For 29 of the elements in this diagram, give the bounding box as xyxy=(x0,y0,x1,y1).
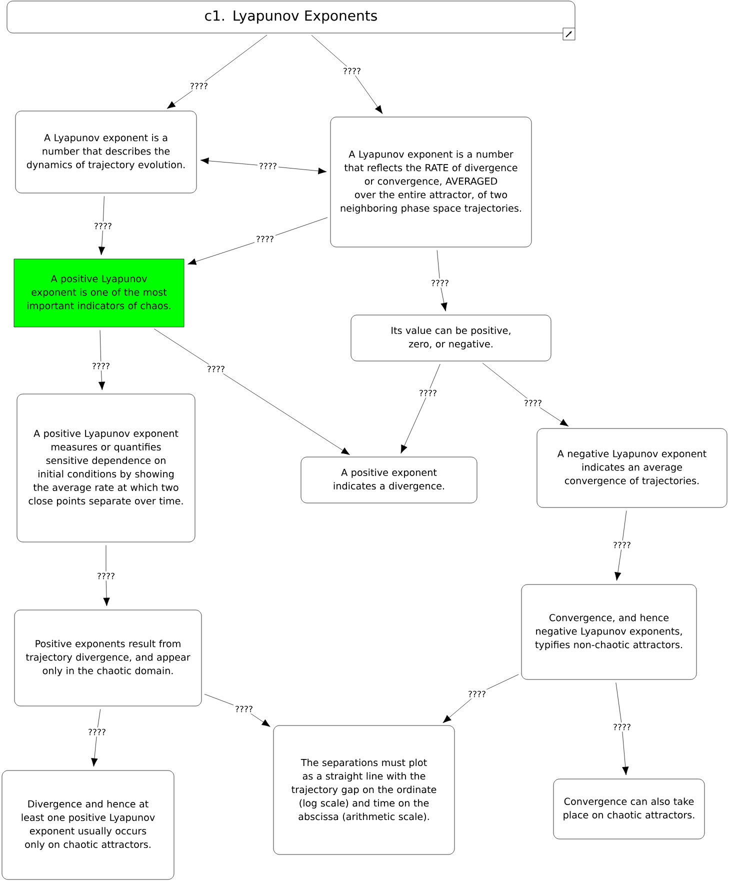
arrow xyxy=(204,694,270,727)
arrow xyxy=(200,158,327,174)
concept-box: A negative Lyapunov exponent indicates an average convergence of trajectories. xyxy=(536,428,728,508)
concept-box: The separations must plot as a straight line with the trajectory gap on the ordinate (log scale) and time on the abscissa (arithmetic scale). xyxy=(273,725,455,855)
arrow xyxy=(154,328,350,455)
concept-box: Convergence can also take place on chaotic attractors. xyxy=(553,778,705,840)
concept-box: Convergence, and hence negative Lyapunov exponents, typifies non-chaotic attractors. xyxy=(521,584,697,680)
arrow xyxy=(188,217,328,265)
concept-box: A positive Lyapunov exponent is one of the most important indicators of chaos. xyxy=(14,258,184,328)
arrow xyxy=(98,196,106,256)
concept-box: A positive Lyapunov exponent measures or quantifies sensitive dependence on initial conditions by showing the average rate at which two close points separate over time. xyxy=(16,394,196,542)
arrow xyxy=(442,674,519,724)
arrow xyxy=(400,364,440,454)
arrow xyxy=(103,545,110,606)
concept-box: A Lyapunov exponent is a number that describes the dynamics of trajectory evolution. xyxy=(15,110,197,194)
arrow xyxy=(98,330,106,390)
arrow xyxy=(311,35,383,114)
arrow xyxy=(166,34,268,109)
concept-box: Positive exponents result from trajectory divergence, and appear only in the chaotic domain. xyxy=(14,610,202,706)
title-box: c1. Lyapunov Exponents xyxy=(6,0,576,34)
arrow xyxy=(436,250,448,312)
arrow xyxy=(482,362,569,426)
concept-box: Its value can be positive, zero, or negative. xyxy=(350,314,552,362)
arrow xyxy=(616,682,629,776)
arrow xyxy=(91,708,101,767)
concept-box: A Lyapunov exponent is a number that reflects the RATE of divergence or convergence, AVERAGED over the entire attractor, of two neighboring phase space trajectories. xyxy=(330,116,532,248)
arrow xyxy=(614,510,627,581)
concept-box: Divergence and hence at least one positive Lyapunov exponent usually occurs only on chaotic attractors. xyxy=(2,770,174,880)
concept-box: A positive exponent indicates a divergence. xyxy=(300,456,478,504)
